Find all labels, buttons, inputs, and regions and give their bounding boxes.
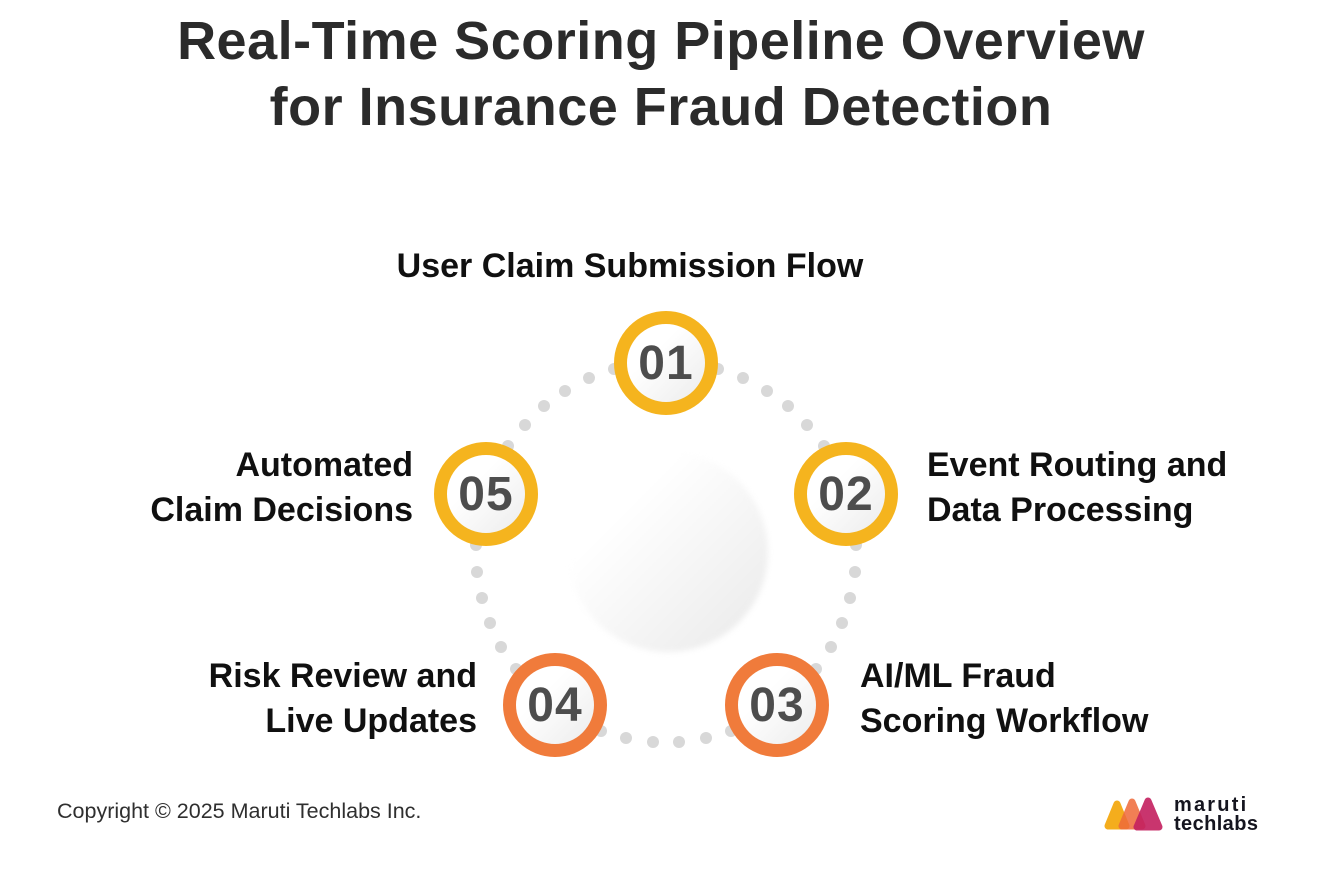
step-circle-04: 04	[503, 653, 607, 757]
step-label-03-line: AI/ML Fraud	[860, 657, 1056, 695]
ring-dot	[782, 400, 795, 413]
step-label-05-line: Claim Decisions	[150, 491, 413, 529]
step-number-03: 03	[749, 678, 805, 732]
logo-text-maruti: maruti	[1174, 794, 1249, 816]
logo-text-techlabs: techlabs	[1174, 813, 1259, 835]
step-label-04: Risk Review and Live Updates	[209, 654, 477, 744]
step-label-05: Automated Claim Decisions	[150, 443, 413, 533]
ring-dot	[824, 641, 837, 653]
logo-wordmark: maruti techlabs	[1174, 794, 1259, 835]
step-label-01: User Claim Submission Flow	[250, 244, 1010, 289]
page-title-line-1: Real-Time Scoring Pipeline Overview	[177, 11, 1145, 71]
step-circle-03: 03	[725, 653, 829, 757]
ring-dot	[836, 617, 849, 630]
step-label-04-line: Risk Review and	[208, 657, 477, 695]
ring-dot	[760, 384, 773, 397]
ring-dot	[537, 400, 550, 413]
page-title-line-2: for Insurance Fraud Detection	[269, 77, 1053, 137]
page-title: Real-Time Scoring Pipeline Overview for …	[0, 8, 1322, 140]
ring-dot	[673, 735, 686, 748]
step-label-04-line: Live Updates	[265, 702, 477, 740]
ring-dot	[844, 591, 857, 604]
step-label-03: AI/ML Fraud Scoring Workflow	[860, 654, 1148, 744]
step-label-05-line: Automated	[235, 446, 413, 484]
step-number-04: 04	[527, 678, 583, 732]
step-circle-02: 02	[794, 442, 898, 546]
step-number-01: 01	[638, 336, 694, 390]
ring-dot	[475, 591, 488, 604]
step-circle-05: 05	[434, 442, 538, 546]
ring-dot	[801, 418, 814, 431]
ring-dot	[737, 372, 750, 385]
step-number-05: 05	[458, 467, 514, 521]
step-label-02-line: Event Routing and	[927, 446, 1228, 484]
ring-dot	[582, 372, 595, 385]
step-label-01-line: User Claim Submission Flow	[396, 247, 864, 285]
ring-dot	[646, 735, 659, 748]
ring-dot	[518, 418, 531, 431]
step-label-02-line: Data Processing	[927, 491, 1194, 529]
ring-dot	[848, 565, 861, 578]
center-blob	[568, 452, 768, 652]
logo-triangles-icon	[1104, 797, 1163, 831]
ring-dot	[495, 641, 508, 653]
maruti-techlabs-logo: maruti techlabs	[1103, 794, 1259, 835]
ring-dot	[620, 731, 633, 744]
step-circle-01: 01	[614, 311, 718, 415]
ring-dot	[559, 384, 572, 397]
step-label-02: Event Routing and Data Processing	[927, 443, 1227, 533]
ring-dot	[471, 565, 484, 578]
ring-dot	[483, 617, 496, 630]
ring-dot	[699, 731, 712, 744]
step-number-02: 02	[818, 467, 874, 521]
step-label-03-line: Scoring Workflow	[860, 702, 1149, 740]
copyright-text: Copyright © 2025 Maruti Techlabs Inc.	[57, 799, 422, 823]
